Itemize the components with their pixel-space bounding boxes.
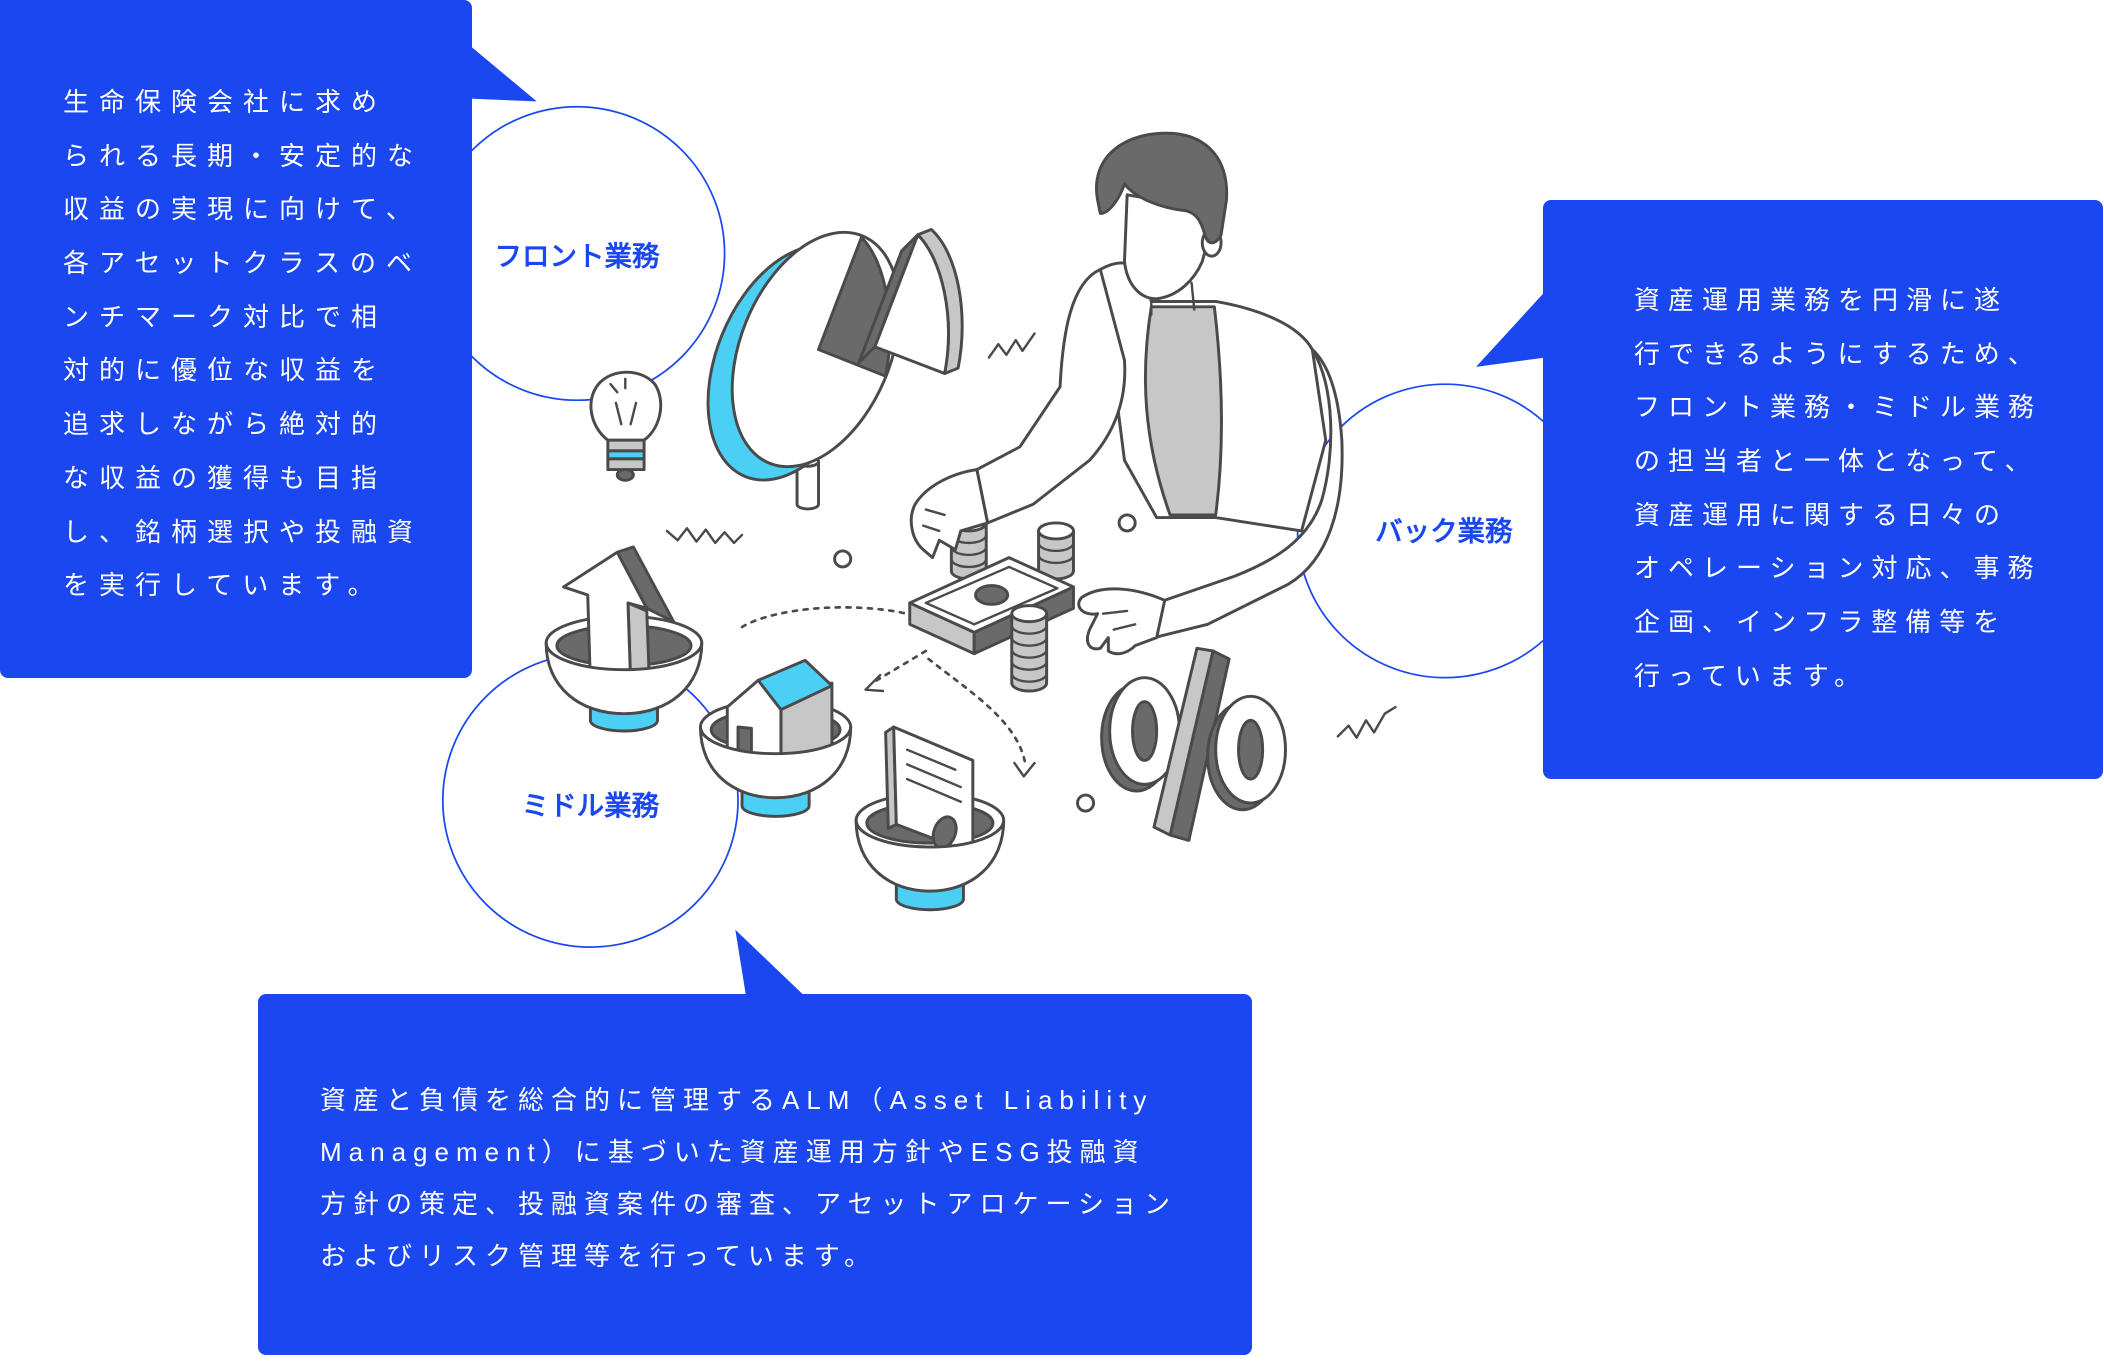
front-office-description: 生命保険会社に求め られる長期・安定的な 収益の実現に向けて、 各アセットクラス… (63, 76, 423, 613)
description-line: Management）に基づいた資産運用方針やESG投融資 (320, 1137, 1146, 1167)
middle-office-description-box: 資産と負債を総合的に管理するALM（Asset Liability Manage… (258, 994, 1252, 1355)
hands (909, 468, 1167, 656)
money-border (924, 565, 1059, 626)
middle-office-bubble-tail (735, 929, 806, 997)
description-line: オペレーション対応、事務 (1634, 553, 2042, 584)
money-emblem (974, 584, 1010, 606)
description-line: 対的に優位な収益を (63, 355, 388, 386)
middle-office-description: 資産と負債を総合的に管理するALM（Asset Liability Manage… (320, 1074, 1177, 1282)
front-office-bubble-tail (453, 32, 537, 102)
bowl-body (854, 818, 1006, 893)
flow-line (927, 657, 1027, 765)
middle-office-label: ミドル業務 (522, 790, 660, 821)
front-office-label: フロント業務 (495, 241, 661, 272)
description-line: 生命保険会社に求め (63, 87, 388, 117)
left-arm (975, 267, 1127, 525)
bulb-base (606, 457, 646, 472)
description-line: の担当者と一体となって、 (1634, 446, 2039, 477)
hair (1095, 131, 1229, 245)
description-line: を実行しています。 (63, 570, 384, 601)
percent-ring-hole (1237, 718, 1265, 781)
bubble-tails (453, 32, 1546, 997)
bulb-base (606, 438, 646, 453)
left-hand-fingers (921, 508, 946, 533)
flow-line (870, 649, 928, 685)
description-line: フロント業務・ミドル業務 (1634, 392, 2043, 423)
description-line: 資産運用業務を円滑に遂 (1634, 285, 2009, 315)
category-circles (428, 105, 1594, 948)
shirt (1143, 305, 1224, 517)
squiggle-mark (665, 527, 744, 545)
back-office-description-box: 資産運用業務を円滑に遂 行できるようにするため、 フロント業務・ミドル業務 の担… (1543, 200, 2103, 779)
pie-chart (706, 227, 964, 511)
dot-marks (833, 513, 1137, 813)
description-line: 行できるようにするため、 (1634, 338, 2042, 369)
coin-edges (1037, 541, 1075, 565)
bowl-with-house (698, 658, 853, 818)
coin-top (1037, 521, 1075, 541)
flow-line (740, 606, 920, 629)
bowl-body (698, 725, 853, 800)
description-line: 方針の策定、投融資案件の審査、アセットアロケーション (320, 1189, 1177, 1219)
front-office-description-box: 生命保険会社に求め られる長期・安定的な 収益の実現に向けて、 各アセットクラス… (0, 0, 472, 678)
bulb-glass (589, 370, 663, 442)
bulb-tip (615, 468, 635, 482)
house-roof (756, 658, 834, 712)
percent-sign (1100, 646, 1287, 842)
flow-arrowhead (864, 673, 885, 693)
bowl-with-arrow (544, 545, 704, 733)
description-line: およびリスク管理等を行っています。 (320, 1241, 878, 1271)
coin-edges (1010, 624, 1048, 683)
flow-arrows (740, 606, 1036, 778)
bulb-filament (609, 377, 638, 426)
right-hand-fingers (1101, 609, 1137, 631)
description-line: ンチマーク対比で相 (63, 301, 388, 332)
back-office-description: 資産運用業務を円滑に遂 行できるようにするため、 フロント業務・ミドル業務 の担… (1634, 274, 2042, 704)
left-hand (909, 468, 990, 560)
description-line: 追求しながら絶対的 (63, 409, 388, 440)
lightbulb (589, 370, 663, 482)
bowl-with-document (854, 725, 1006, 912)
flow-arrowhead (1013, 761, 1036, 778)
squiggle-mark (1336, 705, 1397, 739)
description-line: 収益の実現に向けて、 (63, 194, 422, 225)
coin-stack (1037, 521, 1075, 581)
description-line: 行っています。 (1634, 660, 1869, 691)
right-hand (1077, 587, 1167, 656)
description-line: 資産と負債を総合的に管理するALM（Asset Liability (320, 1085, 1154, 1115)
description-line: 各アセットクラスのベ (63, 248, 422, 279)
squiggle-marks (665, 332, 1397, 739)
squiggle-mark (987, 332, 1036, 359)
dot-mark (1076, 793, 1096, 813)
description-line: な収益の獲得も目指 (63, 462, 388, 493)
coin-stack (1010, 604, 1049, 693)
dot-mark (833, 549, 853, 569)
description-line: し、銘柄選択や投融資 (63, 516, 424, 547)
description-line: 資産運用に関する日々の (1634, 499, 2009, 530)
percent-slash (1152, 646, 1215, 837)
description-line: 企画、インフラ整備等を (1634, 607, 2008, 638)
document-lines (905, 748, 962, 803)
back-office-label: バック業務 (1375, 515, 1513, 546)
back-office-bubble-tail (1476, 290, 1546, 367)
description-line: られる長期・安定的な (63, 140, 424, 171)
pie-slice-face (873, 233, 950, 375)
pie-stand (795, 460, 820, 511)
dot-mark (1117, 513, 1137, 533)
person (975, 131, 1344, 640)
coin-top (1010, 604, 1049, 624)
face (1122, 193, 1218, 301)
bowl-body (544, 641, 704, 716)
percent-ring-hole (1131, 700, 1159, 762)
